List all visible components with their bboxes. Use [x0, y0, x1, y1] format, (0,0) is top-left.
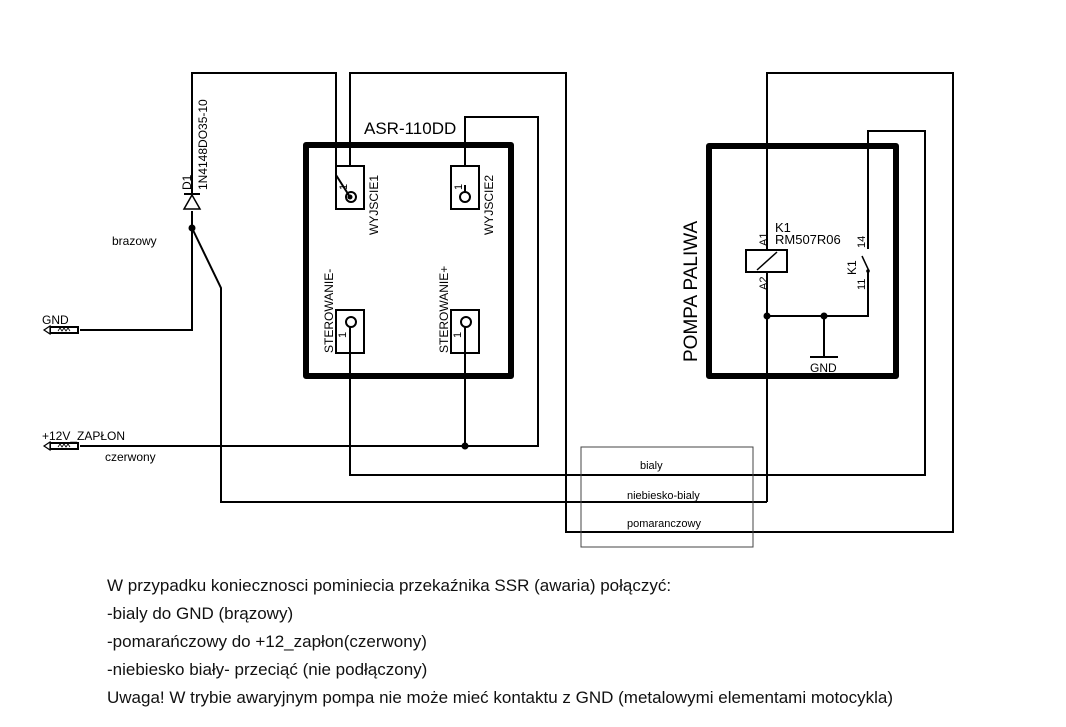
junction-dot: [820, 312, 828, 320]
svg-text:A2: A2: [758, 277, 770, 290]
svg-text:A1: A1: [758, 233, 770, 246]
pump-title: POMPA PALIWA: [681, 221, 702, 362]
pin-wyjscie2: 1 WYJSCIE2: [450, 165, 496, 235]
svg-text:1: 1: [453, 184, 465, 190]
wire-color-czerwony: czerwony: [105, 450, 156, 464]
pin-label: STEROWANIE+: [437, 266, 451, 353]
cable-legend: bialy niebiesko-bialy pomaranczowy: [580, 446, 754, 548]
wire-bialy: [349, 130, 926, 476]
ssr-title: ASR-110DD: [364, 119, 456, 138]
pin-label: STEROWANIE-: [322, 269, 336, 353]
wire-wyjscie2-12v: [80, 116, 539, 447]
svg-text:K1: K1: [845, 260, 859, 275]
svg-text:1: 1: [452, 332, 464, 338]
note-line: -pomarańczowy do +12_zapłon(czerwony): [107, 632, 427, 651]
relay-part: RM507R06: [775, 232, 841, 247]
wire-wyjscie1-pomaranczowy: [349, 72, 954, 533]
wires: [80, 72, 954, 533]
diode-d1: D1 1N4148DO35-10: [180, 99, 210, 210]
bypass-instructions: W przypadku koniecznosci pominiecia prze…: [107, 572, 893, 712]
wire-relay-gnd: [767, 272, 869, 317]
junction-dot: [461, 442, 469, 450]
v12-label: +12V_ZAPŁON: [42, 429, 125, 443]
note-line: Uwaga! W trybie awaryjnym pompa nie może…: [107, 688, 894, 707]
note-line: -bialy do GND (brązowy): [107, 604, 294, 623]
diode-part: 1N4148DO35-10: [196, 99, 210, 190]
svg-text:1: 1: [337, 332, 349, 338]
gnd-connector: GND: [42, 313, 79, 336]
junction-dot: [188, 224, 196, 232]
pump-gnd-label: GND: [810, 361, 837, 375]
wire-label-pomaranczowy: pomaranczowy: [627, 518, 701, 530]
svg-text:11: 11: [856, 279, 868, 290]
gnd-label: GND: [42, 313, 69, 327]
pin-label: WYJSCIE2: [482, 175, 496, 235]
pin-label: WYJSCIE1: [367, 175, 381, 235]
ssr-module: ASR-110DD 1 WYJSCIE1 1 WYJSCIE2 1 STEROW…: [303, 119, 514, 379]
wire-gnd-brazowy: [80, 211, 193, 331]
junction-dot: [763, 312, 771, 320]
wire-diode-to-wyjscie1: [191, 72, 351, 198]
pin-wyjscie1: 1 WYJSCIE1: [335, 165, 381, 235]
relay-coil: A1 A2 K1 RM507R06: [745, 220, 841, 290]
diode-ref: D1: [180, 174, 194, 190]
wire-label-bialy: bialy: [640, 460, 663, 472]
wire-color-brazowy: brazowy: [112, 234, 157, 248]
svg-text:14: 14: [856, 236, 868, 248]
note-line: W przypadku koniecznosci pominiecia prze…: [107, 576, 672, 595]
pin-sterowanie-plus: 1 STEROWANIE+: [437, 266, 480, 354]
wire-niebiesko-bialy: [191, 227, 767, 503]
pin-sterowanie-minus: 1 STEROWANIE-: [322, 269, 365, 354]
relay-ref: K1: [775, 220, 791, 235]
note-line: -niebiesko biały- przeciąć (nie podłączo…: [107, 660, 428, 679]
wire-label-niebiesko-bialy: niebiesko-bialy: [627, 490, 700, 502]
relay-contact: 14 K1 11: [845, 236, 870, 290]
fuel-pump: POMPA PALIWA A1 A2 K1 RM507R06 14 K1 11 …: [681, 143, 899, 379]
v12-connector: +12V_ZAPŁON: [42, 429, 125, 452]
